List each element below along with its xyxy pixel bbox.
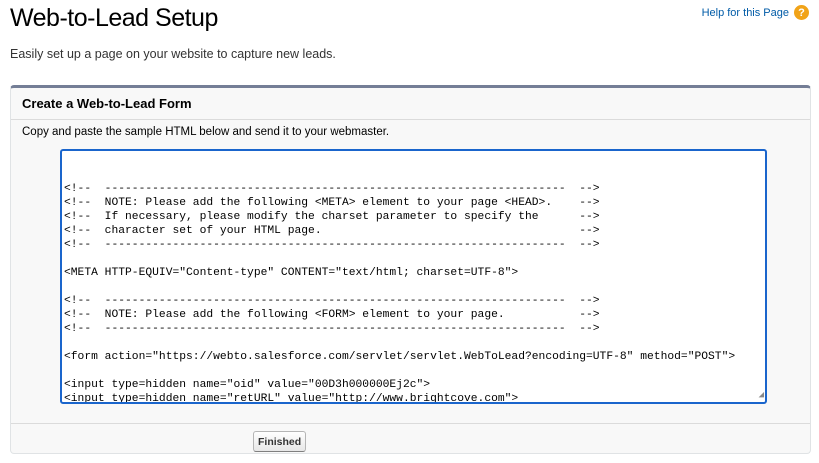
panel-title: Create a Web-to-Lead Form xyxy=(11,88,810,120)
code-line xyxy=(64,364,765,378)
code-line xyxy=(64,280,765,294)
finished-button[interactable]: Finished xyxy=(253,431,307,452)
code-line xyxy=(64,336,765,350)
code-line: <!-- NOTE: Please add the following <FOR… xyxy=(64,309,600,321)
code-line: <!-- NOTE: Please add the following <MET… xyxy=(64,197,600,209)
instructions-text: Copy and paste the sample HTML below and… xyxy=(22,126,390,138)
help-for-this-page-link[interactable]: Help for this Page xyxy=(701,6,789,19)
web-to-lead-panel: Create a Web-to-Lead Form Copy and paste… xyxy=(10,85,811,454)
code-line xyxy=(64,252,765,266)
page-description: Easily set up a page on your website to … xyxy=(10,47,336,61)
code-line: <!-- -----------------------------------… xyxy=(64,239,600,251)
help-link-area[interactable]: Help for this Page ? xyxy=(702,5,809,20)
html-code-textarea[interactable]: <!-- -----------------------------------… xyxy=(60,149,767,404)
code-line: <form action="https://webto.salesforce.c… xyxy=(64,351,736,363)
code-line: <input type=hidden name="oid" value="00D… xyxy=(64,379,431,391)
code-line: <!-- -----------------------------------… xyxy=(64,183,600,195)
code-line: <!-- If necessary, please modify the cha… xyxy=(64,211,600,223)
panel-footer: Finished xyxy=(11,423,810,453)
code-line: <input type=hidden name="retURL" value="… xyxy=(64,393,519,404)
resize-handle-icon[interactable]: ◢ xyxy=(758,390,764,400)
code-line: <META HTTP-EQUIV="Content-type" CONTENT=… xyxy=(64,267,519,279)
code-line: <!-- -----------------------------------… xyxy=(64,323,600,335)
help-icon[interactable]: ? xyxy=(794,5,809,20)
page-title: Web-to-Lead Setup xyxy=(10,4,218,32)
code-line: <!-- character set of your HTML page. --… xyxy=(64,225,600,237)
code-line: <!-- -----------------------------------… xyxy=(64,295,600,307)
